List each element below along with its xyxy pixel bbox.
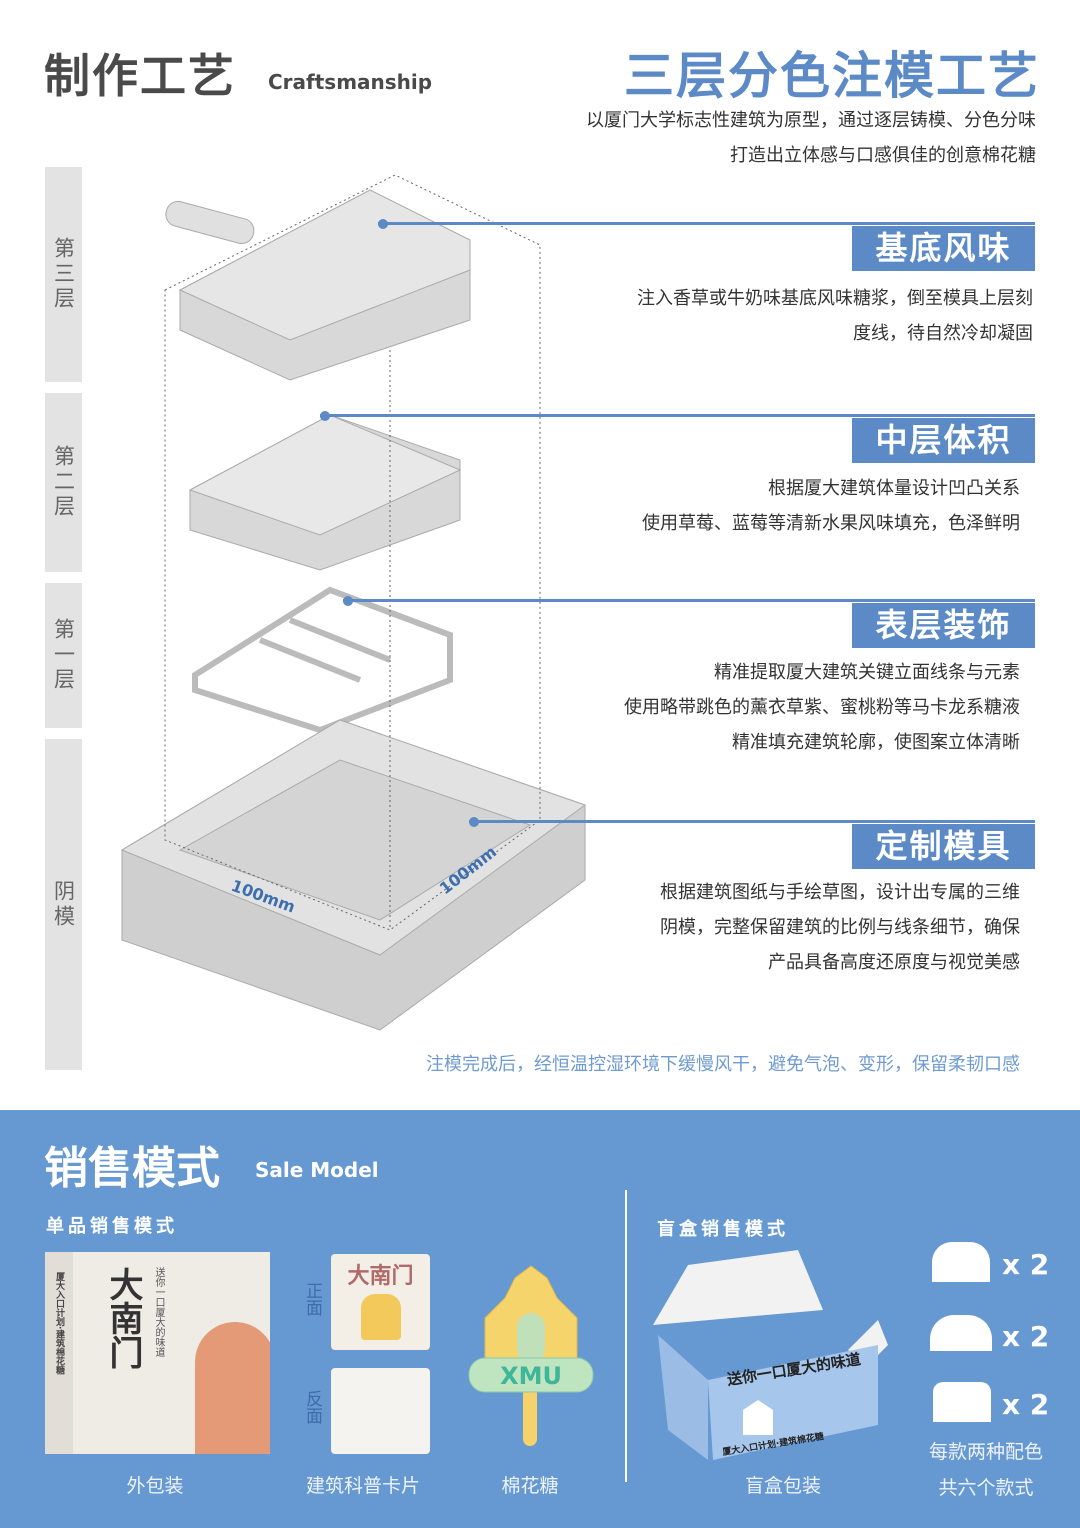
sale-title: 销售模式 — [44, 1143, 220, 1194]
style-count: x 2 — [1002, 1320, 1050, 1353]
card-front-image: 大南门 — [331, 1254, 430, 1350]
layer2-shape — [188, 414, 462, 571]
callout-line-4 — [469, 816, 1035, 827]
card-back-image — [331, 1368, 430, 1454]
style-count: x 2 — [1002, 1388, 1050, 1421]
callout-line-2 — [320, 410, 1035, 421]
layer3-shape — [165, 189, 471, 381]
blind-info: 共六个款式 — [938, 1477, 1034, 1499]
drying-note: 注模完成后，经恒温控湿环境下缓慢风干，避免气泡、变形，保留柔韧口感 — [426, 1054, 1020, 1075]
marshmallow-image: XMU — [468, 1265, 594, 1446]
layer-desc: 精准提取厦大建筑关键立面线条与元素使用略带跳色的薰衣草紫、蜜桃粉等马卡龙系糖液精… — [624, 662, 1020, 753]
side-label-layer3: 第三层 — [45, 167, 82, 382]
side-label-layer2: 第二层 — [45, 393, 82, 572]
mold-exploded-illustration: 100mm 100mm — [120, 174, 587, 1031]
single-sale-label: 单品销售模式 — [46, 1216, 178, 1237]
mold-shape — [120, 719, 587, 1031]
intro-line: 打造出立体感与口感俱佳的创意棉花糖 — [730, 145, 1036, 166]
svg-text:XMU: XMU — [500, 1362, 562, 1390]
caption-candy: 棉花糖 — [501, 1475, 559, 1497]
blind-info: 每款两种配色 — [928, 1441, 1043, 1463]
caption-package: 外包装 — [126, 1475, 184, 1497]
intro-line: 以厦门大学标志性建筑为原型，通过逐层铸模、分色分味 — [586, 110, 1036, 131]
page-title: 制作工艺 — [44, 49, 236, 103]
blind-box-image: 送你一口厦大的味道 厦大入口计划·建筑棉花糖 — [653, 1250, 888, 1460]
card-back-label: 反面 — [302, 1390, 322, 1424]
side-label-mold: 阴模 — [45, 739, 82, 1070]
layer-desc: 根据建筑图纸与手绘草图，设计出专属的三维阴模，完整保留建筑的比例与线条细节，确保… — [660, 882, 1020, 973]
divider — [625, 1190, 627, 1482]
card-front-label: 正面 — [302, 1282, 322, 1316]
tower-building-icon — [933, 1382, 991, 1422]
layer1-shape — [192, 586, 453, 734]
callout-line-1 — [378, 218, 1035, 229]
layer-title-surface: 表层装饰 — [852, 603, 1035, 648]
page-title-en: Craftsmanship — [268, 70, 433, 94]
sale-title-en: Sale Model — [255, 1158, 379, 1182]
layer-desc: 根据厦大建筑体量设计凹凸关系使用草莓、蓝莓等清新水果风味填充，色泽鲜明 — [642, 478, 1020, 534]
layer-title-mold: 定制模具 — [852, 824, 1035, 869]
callout-line-3 — [343, 595, 1035, 606]
caption-blind-box: 盲盒包装 — [744, 1475, 821, 1497]
hall-building-icon — [930, 1315, 992, 1351]
side-label-layer1: 第一层 — [45, 583, 82, 728]
layer-title-base: 基底风味 — [852, 226, 1035, 271]
blind-box-label: 盲盒销售模式 — [657, 1219, 789, 1240]
style-count: x 2 — [1002, 1248, 1050, 1281]
headline: 三层分色注模工艺 — [624, 47, 1040, 105]
outer-package-image: 大南门 送你一口厦大的味道 厦大入口计划·建筑棉花糖 — [45, 1252, 270, 1454]
gate-building-icon — [932, 1242, 990, 1282]
layer-desc: 注入香草或牛奶味基底风味糖浆，倒至模具上层刻度线，待自然冷却凝固 — [637, 288, 1033, 344]
caption-card: 建筑科普卡片 — [305, 1475, 420, 1497]
layer-title-middle: 中层体积 — [852, 418, 1035, 463]
